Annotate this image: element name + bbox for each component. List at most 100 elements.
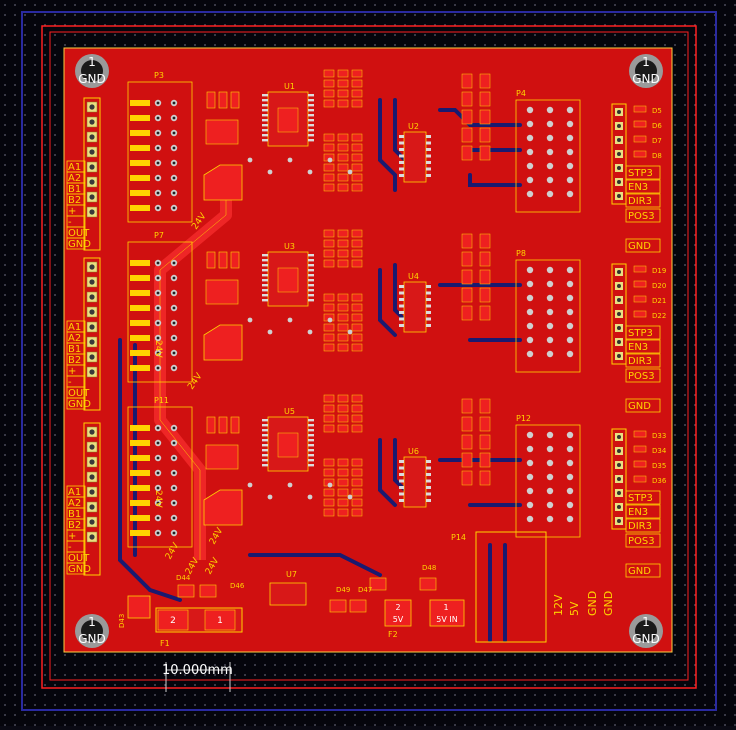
smd-resistor[interactable] [337,468,349,477]
terminal-block[interactable] [83,422,101,576]
smd-led[interactable] [633,475,647,483]
smd-resistor[interactable] [479,452,491,468]
header-pad[interactable] [526,266,534,274]
smd-resistor[interactable] [323,508,335,517]
smd-capacitor[interactable] [205,444,239,470]
header-pad[interactable] [566,459,574,467]
input-pad-5v-in[interactable] [429,599,465,627]
smd-resistor[interactable] [230,91,240,109]
header-pad[interactable] [566,308,574,316]
header-pad[interactable] [546,431,554,439]
measurement-ruler[interactable]: 10.000mm [162,662,233,692]
smd-resistor[interactable] [323,99,335,108]
header-pad[interactable] [546,176,554,184]
smd-led[interactable] [461,251,473,267]
smd-resistor[interactable] [479,73,491,89]
smd-led[interactable] [633,105,647,113]
smd-diode[interactable] [349,599,367,613]
smd-resistor[interactable] [337,424,349,433]
smd-resistor[interactable] [351,293,363,302]
smd-led[interactable] [633,295,647,303]
header-pad[interactable] [566,515,574,523]
smd-resistor[interactable] [337,293,349,302]
header-pad[interactable] [566,336,574,344]
smd-resistor[interactable] [323,414,335,423]
edge-connector[interactable] [611,103,627,205]
smd-diode[interactable] [419,577,437,591]
smd-resistor[interactable] [323,133,335,142]
smd-resistor[interactable] [351,183,363,192]
smd-resistor[interactable] [323,69,335,78]
smd-led[interactable] [633,135,647,143]
smd-resistor[interactable] [206,91,216,109]
smd-resistor[interactable] [479,91,491,107]
smd-led[interactable] [633,445,647,453]
header-pin[interactable] [130,275,150,281]
smd-resistor[interactable] [323,229,335,238]
header-pad[interactable] [546,134,554,142]
smd-resistor[interactable] [479,251,491,267]
smd-led[interactable] [461,145,473,161]
smd-resistor[interactable] [479,434,491,450]
smd-resistor[interactable] [479,269,491,285]
header-pad[interactable] [566,445,574,453]
smd-resistor[interactable] [323,239,335,248]
header-pin[interactable] [130,100,150,106]
header-pad[interactable] [526,322,534,330]
header-pad[interactable] [566,148,574,156]
header-pad[interactable] [546,515,554,523]
connector-p14[interactable] [475,531,547,643]
smd-resistor[interactable] [218,251,228,269]
header-pad[interactable] [526,106,534,114]
header-pin[interactable] [130,425,150,431]
header-pad[interactable] [566,487,574,495]
smd-diode[interactable] [329,599,347,613]
header-pin[interactable] [130,455,150,461]
regulator-u7[interactable] [269,582,307,606]
smd-resistor[interactable] [337,99,349,108]
smd-resistor[interactable] [337,458,349,467]
header-outline[interactable] [127,241,193,383]
header-pin[interactable] [130,500,150,506]
header-pad[interactable] [566,176,574,184]
header-pin[interactable] [130,145,150,151]
smd-resistor[interactable] [323,143,335,152]
smd-capacitor[interactable] [205,279,239,305]
header-pad[interactable] [546,459,554,467]
smd-resistor[interactable] [351,99,363,108]
header-pad[interactable] [526,162,534,170]
header-pin[interactable] [130,305,150,311]
terminal-block[interactable] [83,257,101,411]
smd-resistor[interactable] [337,79,349,88]
smd-resistor[interactable] [351,478,363,487]
header-pad[interactable] [546,162,554,170]
header-pad[interactable] [526,120,534,128]
smd-resistor[interactable] [337,478,349,487]
smd-resistor[interactable] [337,143,349,152]
smd-resistor[interactable] [351,89,363,98]
smd-resistor[interactable] [337,313,349,322]
smd-resistor[interactable] [479,145,491,161]
header-pad[interactable] [566,294,574,302]
smd-diode[interactable] [199,584,217,598]
smd-resistor[interactable] [479,127,491,143]
header-pad[interactable] [566,134,574,142]
smd-resistor[interactable] [230,416,240,434]
electrolytic-cap[interactable] [203,489,243,526]
smd-resistor[interactable] [479,287,491,303]
smd-resistor[interactable] [479,305,491,321]
smd-led[interactable] [633,310,647,318]
smd-resistor[interactable] [351,404,363,413]
smd-resistor[interactable] [351,424,363,433]
header-pad[interactable] [526,515,534,523]
smd-resistor[interactable] [337,89,349,98]
smd-led[interactable] [633,280,647,288]
smd-resistor[interactable] [337,404,349,413]
header-pad[interactable] [566,106,574,114]
smd-resistor[interactable] [337,394,349,403]
header-pad[interactable] [526,280,534,288]
smd-resistor[interactable] [337,153,349,162]
header-pin[interactable] [130,260,150,266]
